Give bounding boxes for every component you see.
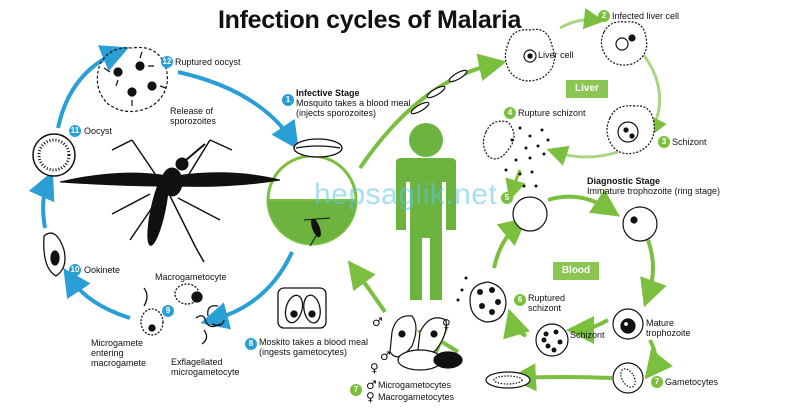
- arrow-ruptured-to-infective: [177, 70, 299, 150]
- arrow-ruptured-to-ring: [492, 217, 528, 269]
- immature-trophozoite-cell: [622, 206, 658, 242]
- step-12-badge: 12: [161, 56, 173, 68]
- step-4-label: Rupture schizont: [518, 108, 586, 118]
- step-1-line-1: Mosquito takes a blood meal: [296, 98, 411, 108]
- diagram-title: Infection cycles of Malaria: [218, 6, 522, 34]
- step-9-badge: 9: [162, 305, 174, 317]
- step-8-badge: 8: [245, 338, 257, 350]
- liver-region-tag: Liver: [566, 80, 608, 98]
- step-12-label: Ruptured oocyst: [175, 57, 241, 67]
- release-line-2: sporozoites: [170, 116, 217, 126]
- step-6-line-2: schizont: [528, 303, 562, 313]
- liver-cell-label: Liver cell: [538, 50, 574, 60]
- step-8-line-1: Moskito takes a blood meal: [259, 337, 369, 347]
- ruptured-oocyst-cell: [96, 46, 168, 113]
- arrow-macro-to-ookinete: [63, 268, 131, 320]
- blood-region-tag: Blood: [553, 262, 599, 280]
- blood-schizont-label: Schizont: [570, 330, 605, 340]
- liver-schizont: [606, 105, 655, 155]
- ring-stage-cell: [512, 196, 548, 232]
- step-9-label: Macrogametocyte: [155, 272, 227, 282]
- pair-female-symbol: ♀: [370, 361, 379, 375]
- step-2-badge: 2: [598, 10, 610, 22]
- step-11-badge: 11: [69, 125, 81, 137]
- arrow-infected-to-schizont: [638, 49, 667, 139]
- step-7-badge: 7: [651, 376, 663, 388]
- infected-liver-cell: [600, 21, 648, 66]
- arrow-liver-to-infected: [559, 8, 605, 30]
- step-3-badge: 3: [658, 136, 670, 148]
- microgamete-line-1: Microgamete: [91, 338, 144, 348]
- arrow-dots-to-ring: [505, 169, 526, 201]
- release-line-1: Release of: [170, 106, 214, 116]
- step-10-label: Ookinete: [84, 265, 121, 275]
- arrow-infective-to-liver: [358, 53, 507, 170]
- ruptured-liver-schizont: [482, 120, 550, 188]
- human-figure: [396, 123, 456, 300]
- step-6-badge: 6: [514, 294, 526, 306]
- top-female-symbol: ♀: [442, 317, 451, 331]
- male-symbol: ♂: [366, 378, 377, 392]
- step-5-label: Immature trophozoite (ring stage): [587, 186, 721, 196]
- microgamete-line-3: macrogamete: [91, 358, 147, 368]
- step-2-label: Infected liver cell: [612, 11, 680, 21]
- arrow-gametocyte-to-pair: [508, 363, 613, 392]
- sporozoite-syringe: [293, 138, 343, 158]
- macrogametocyte-cell: [140, 283, 225, 345]
- banana-gametocyte: [485, 371, 531, 389]
- step-1-heading: Infective Stage: [296, 88, 360, 98]
- sporozoites: [410, 69, 468, 115]
- arrow-mature-to-schizont: [566, 315, 609, 344]
- pair-male-symbol: ♂: [380, 349, 391, 363]
- step-8-line-2: (ingests gametocytes): [259, 347, 348, 357]
- female-symbol: ♀: [366, 390, 375, 404]
- oocyst-cell: [32, 133, 76, 177]
- gametocyte-cell: [612, 362, 644, 394]
- arrow-human-to-mosquito: [347, 260, 387, 314]
- watermark: hepsaglik.net: [314, 178, 498, 211]
- arrow-ookinete-to-oocyst: [28, 171, 55, 229]
- top-male-symbol: ♂: [372, 315, 383, 329]
- arrow-ring-to-trophozoite-top: [547, 189, 620, 217]
- mosquito-icon: [59, 139, 281, 263]
- arrow-ring-to-mature: [640, 239, 667, 308]
- step-7-label: Gametocytes: [665, 377, 719, 387]
- microgamete-line-2: entering: [91, 348, 124, 358]
- arrow-oocyst-to-ruptured: [56, 45, 130, 129]
- mini-mosquito-icon: [303, 217, 331, 247]
- exflagellated-line-1: Exflagellated: [171, 357, 223, 367]
- ruptured-blood-schizont: [456, 276, 507, 323]
- liver-cell: [504, 28, 555, 82]
- arrow-infective-to-gametocyte: [200, 251, 294, 330]
- arrow-schizont-to-rupture: [546, 145, 619, 166]
- step-3-label: Schizont: [672, 137, 707, 147]
- step-6-line-1: Ruptured: [528, 293, 566, 303]
- ingested-gametocytes: [277, 287, 327, 329]
- arrow-schizont-to-ruptured: [503, 308, 531, 340]
- step-10-badge: 10: [69, 264, 81, 276]
- step-5-badge: 5: [501, 192, 513, 204]
- ookinete-cell: [43, 232, 66, 277]
- step-7b-line-2: Macrogametocytes: [378, 392, 455, 402]
- step-1-badge: 1: [282, 94, 294, 106]
- step-11-label: Oocyst: [84, 126, 113, 136]
- step-4-badge: 4: [504, 107, 516, 119]
- mature-trophozoite-cell: [612, 308, 644, 340]
- arrow-trophozoite-to-gametocyte: [644, 339, 673, 380]
- step-1-line-2: (injects sporozoites): [296, 108, 377, 118]
- step-5-heading: Diagnostic Stage: [587, 176, 661, 186]
- step-7b-line-1: Microgametocytes: [378, 380, 452, 390]
- blood-schizont-cell: [535, 323, 569, 357]
- mature-trophozoite-line-2: trophozoite: [646, 328, 691, 338]
- exflagellated-line-2: microgametocyte: [171, 367, 240, 377]
- mature-trophozoite-line-1: Mature: [646, 318, 675, 328]
- paired-gametocytes: [389, 315, 463, 371]
- step-7b-badge: 7: [350, 384, 362, 396]
